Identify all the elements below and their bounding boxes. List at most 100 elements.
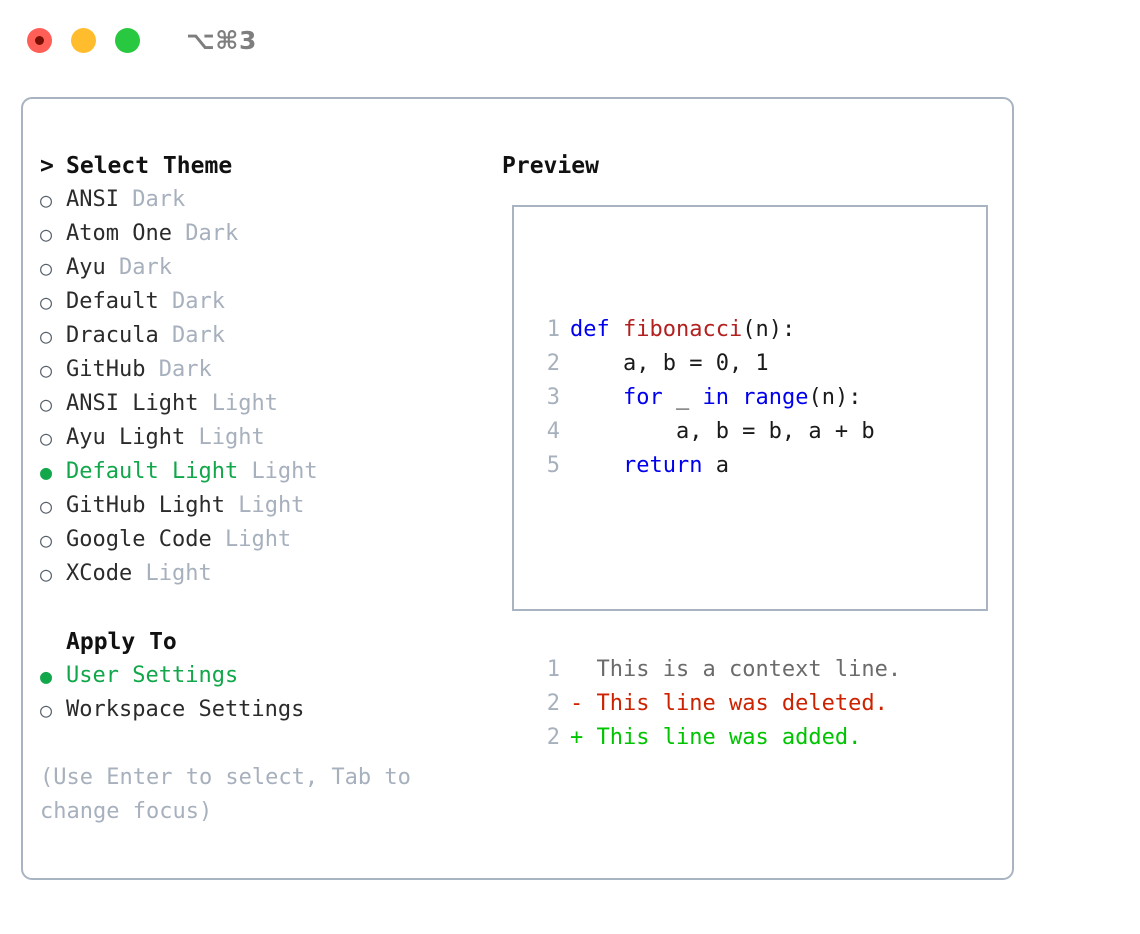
focus-caret-icon: >	[40, 153, 54, 179]
theme-option-variant: Dark	[171, 323, 225, 348]
window-titlebar: ⌥⌘3	[0, 0, 1140, 80]
theme-option-variant: Light	[145, 561, 212, 586]
theme-option-name: Google Code	[66, 527, 212, 552]
preview-panel-header: Preview	[502, 149, 992, 183]
theme-option-name: Ayu	[66, 255, 106, 280]
radio-unselected-icon[interactable]: ○	[40, 562, 53, 586]
radio-unselected-icon[interactable]: ○	[40, 222, 53, 246]
theme-option-name: GitHub Light	[66, 493, 225, 518]
theme-option-name: Default	[66, 289, 159, 314]
label-spacer	[159, 285, 172, 319]
theme-option-variant: Light	[251, 459, 318, 484]
theme-options-list: ○ANSI Dark○Atom One Dark○Ayu Dark○Defaul…	[40, 183, 490, 591]
code-line: 3 for _ in range(n):	[526, 381, 901, 415]
code-line-number: 5	[546, 453, 560, 478]
diff-line: 2- This line was deleted.	[526, 687, 901, 721]
radio-unselected-icon[interactable]: ○	[40, 324, 53, 348]
radio-unselected-icon[interactable]: ○	[40, 426, 53, 450]
theme-option-variant: Dark	[119, 255, 172, 280]
code-token: range	[742, 385, 809, 410]
radio-unselected-icon[interactable]: ○	[40, 392, 53, 416]
radio-unselected-icon[interactable]: ○	[40, 290, 53, 314]
theme-option-row[interactable]: ○ Ayu Light Light	[40, 421, 490, 455]
diff-line-text: This is a context line.	[596, 657, 902, 682]
select-theme-header-label: Select Theme	[66, 153, 233, 179]
code-token: def	[570, 317, 623, 342]
theme-option-variant: Dark	[132, 187, 186, 212]
code-line: 5 return a	[526, 449, 901, 483]
theme-option-variant: Light	[198, 425, 265, 450]
code-line-number: 1	[546, 317, 560, 342]
radio-unselected-icon[interactable]: ○	[40, 698, 53, 722]
radio-selected-icon[interactable]: ●	[40, 460, 53, 484]
code-token: a, b = 0, 1	[570, 351, 769, 376]
code-diff-separator	[526, 551, 901, 585]
code-token: (n):	[808, 385, 862, 410]
code-line-number: 3	[546, 385, 560, 410]
label-spacer	[198, 387, 211, 421]
theme-option-row[interactable]: ● Default Light Light	[40, 455, 490, 489]
theme-option-row[interactable]: ○ Google Code Light	[40, 523, 490, 557]
maximize-button[interactable]	[115, 27, 140, 53]
theme-option-row[interactable]: ○ Ayu Dark	[40, 251, 490, 285]
theme-option-variant: Dark	[158, 357, 212, 382]
code-token: fibonacci	[622, 317, 743, 342]
theme-option-row[interactable]: ○ ANSI Dark	[40, 183, 490, 217]
theme-option-variant: Dark	[171, 289, 225, 314]
theme-option-row[interactable]: ○ Default Dark	[40, 285, 490, 319]
theme-option-name: Default Light	[66, 459, 239, 484]
preview-title-label: Preview	[502, 153, 599, 179]
apply-to-option-label: User Settings	[66, 663, 239, 688]
keyboard-hint-text: (Use Enter to select, Tab to change focu…	[40, 765, 411, 824]
apply-to-option-row[interactable]: ○ Workspace Settings	[40, 693, 490, 727]
label-spacer	[119, 183, 132, 217]
label-spacer	[185, 421, 198, 455]
theme-option-name: ANSI	[66, 187, 119, 212]
radio-unselected-icon[interactable]: ○	[40, 256, 53, 280]
radio-unselected-icon[interactable]: ○	[40, 358, 53, 382]
theme-option-name: ANSI Light	[66, 391, 199, 416]
theme-option-row[interactable]: ○GitHub Light Light	[40, 489, 490, 523]
label-spacer	[159, 319, 172, 353]
apply-to-header: >Apply To	[40, 625, 490, 659]
theme-option-row[interactable]: ○ GitHub Dark	[40, 353, 490, 387]
diff-marker: +	[570, 725, 584, 750]
theme-option-name: Ayu Light	[66, 425, 186, 450]
theme-option-row[interactable]: ○Atom One Dark	[40, 217, 490, 251]
diff-line: 1 This is a context line.	[526, 653, 901, 687]
theme-option-row[interactable]: ○XCode Light	[40, 557, 490, 591]
apply-to-option-label: Workspace Settings	[66, 697, 305, 722]
theme-option-name: Dracula	[66, 323, 159, 348]
minimize-button[interactable]	[71, 27, 96, 53]
preview-code-block: 1 def fibonacci (n): 2 a, b = 0, 1 3 for _ i…	[526, 245, 901, 823]
code-token: a	[702, 453, 729, 478]
code-token: return	[622, 453, 703, 478]
theme-option-variant: Light	[224, 527, 292, 552]
label-spacer	[225, 489, 238, 523]
radio-selected-icon[interactable]: ●	[40, 664, 53, 688]
diff-line-text: This line was deleted.	[596, 691, 888, 716]
code-line-number: 4	[546, 419, 560, 444]
close-button[interactable]	[27, 27, 52, 53]
apply-to-option-row[interactable]: ● User Settings	[40, 659, 490, 693]
diff-marker-spacer	[583, 687, 596, 721]
apply-to-options-list: ● User Settings ○ Workspace Settings	[40, 659, 490, 727]
diff-lines-group: 1 This is a context line.2- This line wa…	[526, 653, 901, 755]
theme-option-name: GitHub	[66, 357, 146, 382]
radio-unselected-icon[interactable]: ○	[40, 494, 53, 518]
radio-unselected-icon[interactable]: ○	[40, 528, 53, 552]
label-spacer	[172, 217, 185, 251]
preview-box: 1 def fibonacci (n): 2 a, b = 0, 1 3 for _ i…	[512, 205, 988, 750]
radio-unselected-icon[interactable]: ○	[40, 188, 53, 212]
diff-line-number: 2	[546, 691, 560, 716]
theme-option-row[interactable]: ○ANSI Light Light	[40, 387, 490, 421]
theme-option-row[interactable]: ○ Dracula Dark	[40, 319, 490, 353]
label-spacer	[212, 523, 225, 557]
keyboard-shortcut-label: ⌥⌘3	[186, 25, 257, 55]
label-spacer	[238, 455, 251, 489]
traffic-light-controls	[27, 27, 140, 53]
select-theme-header: > Select Theme	[40, 149, 490, 183]
theme-list-panel: >Select Theme ○ANSI Dark○Atom One Dark○A…	[40, 149, 490, 727]
label-spacer	[132, 557, 145, 591]
